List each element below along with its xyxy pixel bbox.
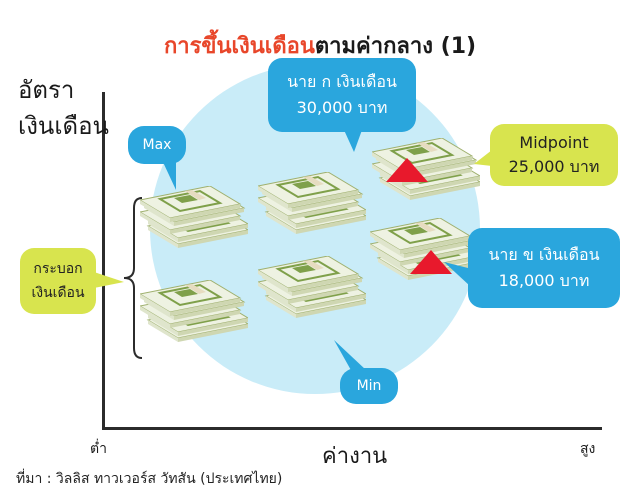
x-tick-low: ต่ำ [90,441,107,457]
callout-midpoint-line2: 25,000 บาท [508,157,600,176]
callout-employee-a-line2: 30,000 บาท [296,98,388,117]
callout-employee-b: นาย ข เงินเดือน 18,000 บาท [468,228,620,308]
callout-employee-b-line1: นาย ข เงินเดือน [488,245,600,264]
title-rest: ตามค่ากลาง (1) [314,34,477,59]
callout-max: Max [128,126,186,164]
y-axis-line [102,92,105,430]
callout-employee-a: นาย ก เงินเดือน 30,000 บาท [268,58,416,132]
diagram-title: การขึ้นเงินเดือนตามค่ากลาง (1) [0,28,640,63]
x-tick-high: สูง [580,441,596,457]
x-axis-label: ค่างาน [322,444,388,469]
callout-midpoint: Midpoint 25,000 บาท [490,124,618,186]
title-highlight: การขึ้นเงินเดือน [163,34,315,59]
money-stack-icon [258,256,366,322]
callout-salary-range-line1: กระบอก [33,261,83,277]
money-stack-icon [140,280,248,346]
callout-employee-b-line2: 18,000 บาท [498,271,590,290]
money-stack-icon [140,186,248,252]
y-axis-label: อัตรา เงินเดือน [18,72,109,144]
callout-min: Min [340,368,398,404]
callout-midpoint-line1: Midpoint [519,133,589,152]
callout-salary-range-line2: เงินเดือน [31,285,85,301]
x-axis-line [102,427,602,430]
callout-employee-a-line1: นาย ก เงินเดือน [287,72,397,91]
y-axis-label-line2: เงินเดือน [18,112,109,140]
y-axis-label-line1: อัตรา [18,76,75,104]
source-note: ที่มา : วิลลิส ทาวเวอร์ส วัทสัน (ประเทศไ… [16,471,283,487]
money-stack-icon [258,172,366,238]
range-brace [123,197,143,359]
red-triangle-marker-icon [410,250,452,274]
red-triangle-marker-icon [386,158,428,182]
callout-salary-range: กระบอก เงินเดือน [20,248,96,314]
